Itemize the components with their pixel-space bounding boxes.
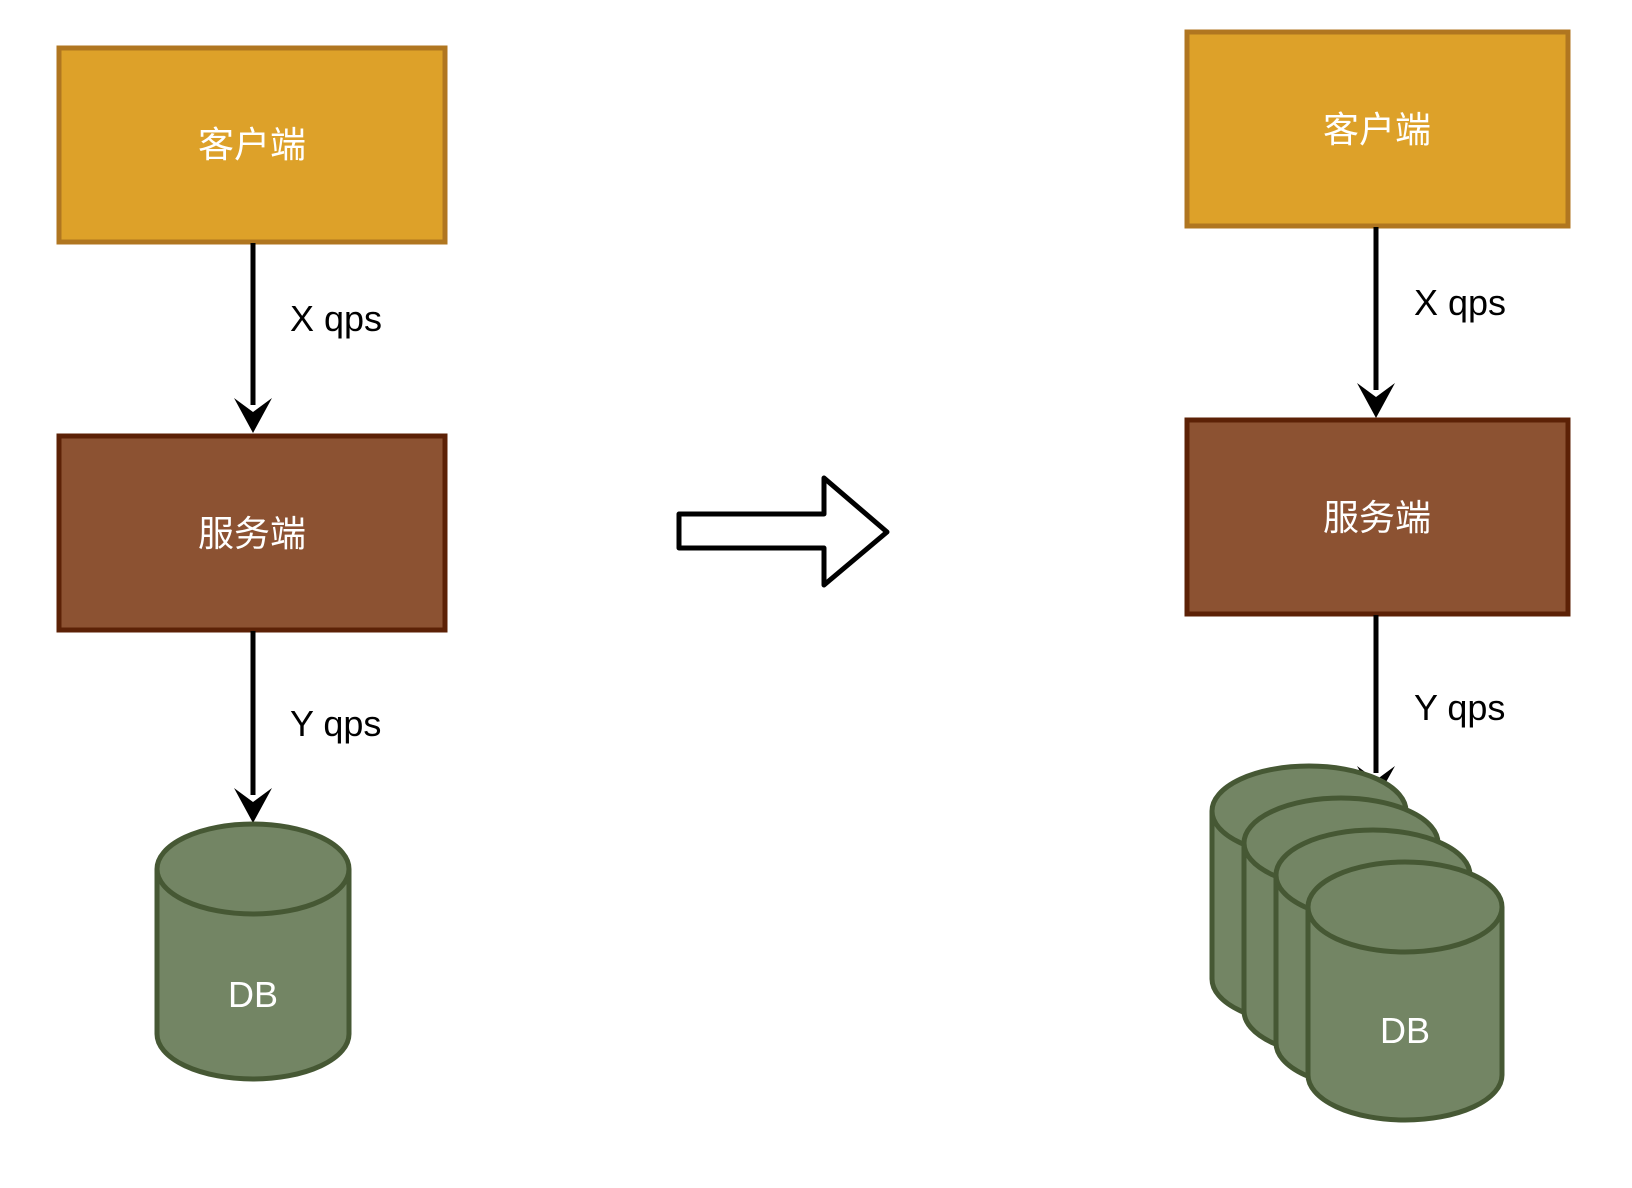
right-diagram: 客户端 X qps 服务端 Y qps DB	[1184, 29, 1571, 1123]
left-edge-client-server[interactable]	[234, 243, 272, 433]
transition-arrow	[676, 475, 890, 588]
right-db-stack[interactable]	[1209, 763, 1505, 1123]
right-edge-label-x-qps: X qps	[1414, 282, 1506, 323]
database-icon	[1305, 859, 1505, 1123]
left-client-label: 客户端	[198, 125, 306, 166]
left-client-box[interactable]: 客户端	[56, 45, 448, 245]
arrowhead-icon	[234, 788, 272, 823]
arrowhead-icon	[1357, 383, 1395, 418]
left-edge-server-db[interactable]	[234, 631, 272, 823]
left-server-box[interactable]: 服务端	[56, 433, 448, 633]
left-db-label: DB	[228, 974, 278, 1015]
right-arrow-icon	[676, 475, 890, 588]
left-edge-label-y-qps: Y qps	[290, 703, 381, 744]
left-db-cylinder[interactable]: DB	[154, 821, 352, 1082]
right-server-box[interactable]: 服务端	[1184, 417, 1571, 617]
right-client-label: 客户端	[1323, 110, 1431, 151]
database-icon	[154, 821, 352, 1082]
db-cylinder-rim	[1305, 906, 1505, 955]
right-db-label: DB	[1380, 1010, 1430, 1051]
left-edge-label-x-qps: X qps	[290, 298, 382, 339]
db-cylinder	[1305, 859, 1505, 1123]
left-server-label: 服务端	[198, 514, 306, 555]
right-client-box[interactable]: 客户端	[1184, 29, 1571, 229]
left-diagram: 客户端 X qps 服务端 Y qps DB	[56, 45, 448, 1082]
right-edge-client-server[interactable]	[1357, 227, 1395, 418]
right-edge-label-y-qps: Y qps	[1414, 687, 1505, 728]
right-server-label: 服务端	[1323, 498, 1431, 539]
arrowhead-icon	[234, 398, 272, 433]
